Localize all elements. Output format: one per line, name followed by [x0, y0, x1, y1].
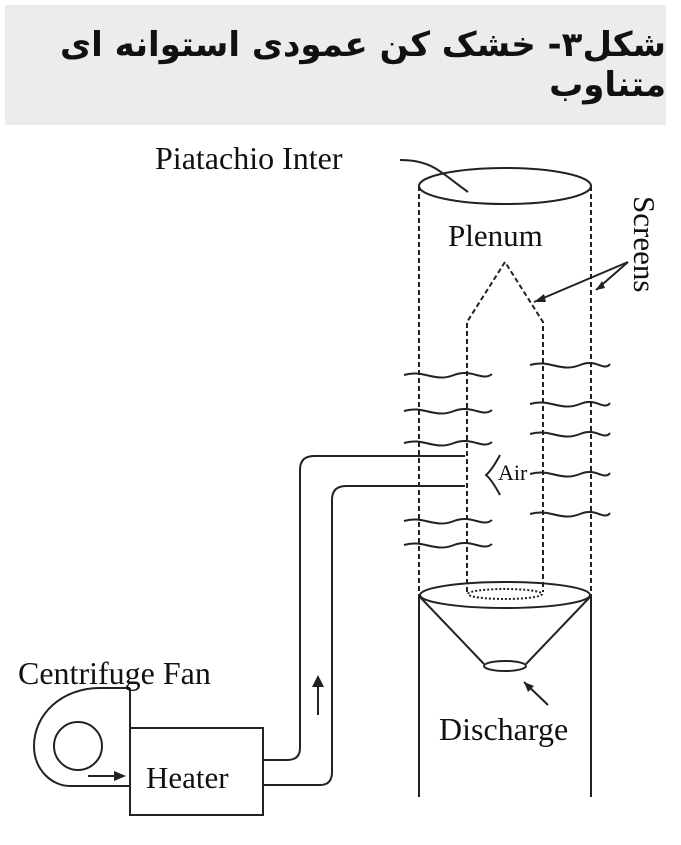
- plenum-base-hatch: [467, 588, 543, 600]
- plenum-label: Plenum: [448, 218, 543, 253]
- air-flow-right: [529, 511, 611, 518]
- cylinder-top-ellipse: [418, 167, 592, 205]
- screens-arrowhead: [596, 281, 605, 290]
- air-duct-outer: [263, 455, 465, 761]
- fan-flow-arrowhead: [114, 771, 126, 781]
- inlet-leader-line: [399, 159, 469, 193]
- screens-label: Screens: [627, 196, 662, 292]
- air-flow-left: [403, 542, 493, 549]
- cone-left-side: [419, 596, 485, 665]
- figure-caption-box: شکل۳- خشک کن عمودی استوانه ای متناوب: [5, 5, 666, 125]
- plenum-outline: [466, 260, 544, 592]
- air-flow-left: [403, 440, 493, 447]
- air-bracket: [484, 454, 501, 496]
- discharge-outlet: [483, 660, 527, 672]
- cone-right-side: [525, 596, 591, 665]
- heater-label: Heater: [146, 760, 229, 795]
- air-flow-right: [529, 471, 611, 478]
- air-flow-right: [529, 431, 611, 438]
- fan-label: Centrifuge Fan: [18, 655, 211, 691]
- screens-arrowhead: [534, 294, 546, 302]
- discharge-arrowhead: [524, 682, 534, 692]
- screens-leader-1: [533, 261, 629, 303]
- air-duct-inner: [263, 485, 465, 786]
- cone-top-ellipse: [419, 581, 591, 609]
- discharge-label: Discharge: [439, 711, 568, 747]
- air-label: Air: [498, 460, 528, 485]
- up-flow-arrowhead: [312, 675, 324, 687]
- air-flow-right: [529, 362, 611, 369]
- fan-housing: [32, 687, 130, 787]
- figure-caption: شکل۳- خشک کن عمودی استوانه ای متناوب: [60, 25, 666, 105]
- air-flow-left: [403, 408, 493, 415]
- fan-impeller: [53, 721, 103, 771]
- air-flow-left: [403, 372, 493, 379]
- air-flow-right: [529, 401, 611, 408]
- air-flow-left: [403, 518, 493, 525]
- inlet-label: Piatachio Inter: [155, 140, 343, 176]
